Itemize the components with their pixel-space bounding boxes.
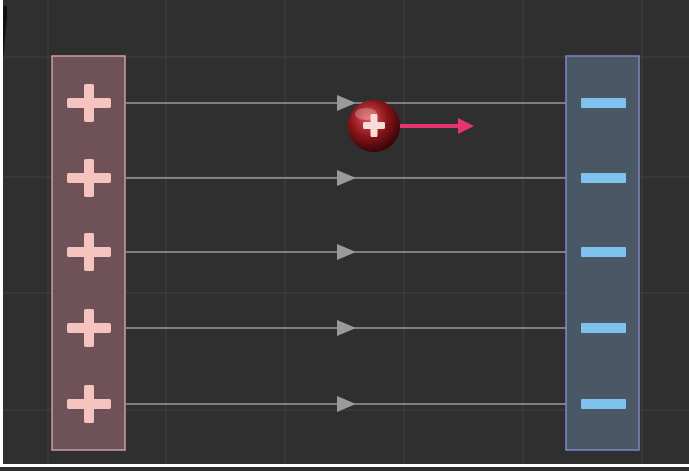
field-arrow-icon (337, 170, 356, 186)
minus-sign-icon (581, 173, 626, 183)
test-charge[interactable] (348, 100, 474, 152)
field-arrow-icon (337, 244, 356, 260)
minus-sign-icon (581, 399, 626, 409)
plus-sign-vertical (84, 385, 94, 423)
minus-sign-icon (581, 323, 626, 333)
charge-plus-vertical (371, 114, 378, 137)
minus-sign-icon (581, 247, 626, 257)
force-arrowhead-icon (458, 118, 474, 134)
field-lines (126, 95, 566, 412)
plus-sign-vertical (84, 159, 94, 197)
plus-sign-vertical (84, 233, 94, 271)
plus-sign-vertical (84, 309, 94, 347)
minus-sign-icon (581, 98, 626, 108)
plus-sign-vertical (84, 84, 94, 122)
field-arrow-icon (337, 95, 356, 111)
field-arrow-icon (337, 320, 356, 336)
